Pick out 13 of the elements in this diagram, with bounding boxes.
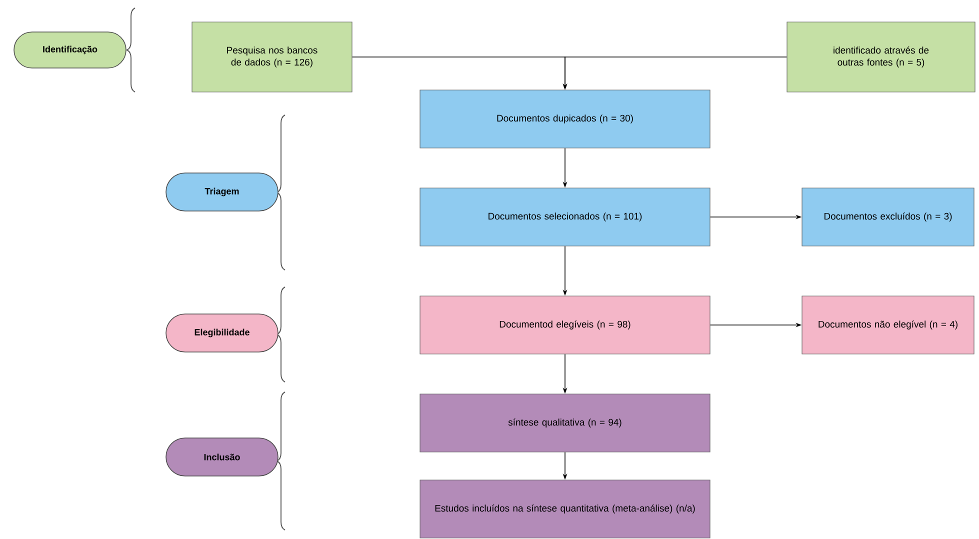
process-box: Documentod elegíveis (n = 98) [420,296,710,354]
process-box: Pesquisa nos bancos de dados (n = 126) [192,22,352,92]
phase-label: Inclusão [166,438,278,476]
process-box: Documentos selecionados (n = 101) [420,188,710,246]
process-box: Documentos excluídos (n = 3) [802,188,974,246]
process-box: identificado através de outras fontes (n = 5) [786,22,976,92]
phase-label: Elegibilidade [166,314,278,352]
process-box: Estudos incluídos na síntese quantitativa (meta-análise) (n/a) [420,480,710,538]
phase-label: Identificação [14,32,126,68]
process-box: Documentos não elegível (n = 4) [802,296,974,354]
process-box: síntese qualitativa (n = 94) [420,394,710,452]
process-box: Documentos dupicados (n = 30) [420,90,710,148]
phase-label: Triagem [166,172,278,212]
